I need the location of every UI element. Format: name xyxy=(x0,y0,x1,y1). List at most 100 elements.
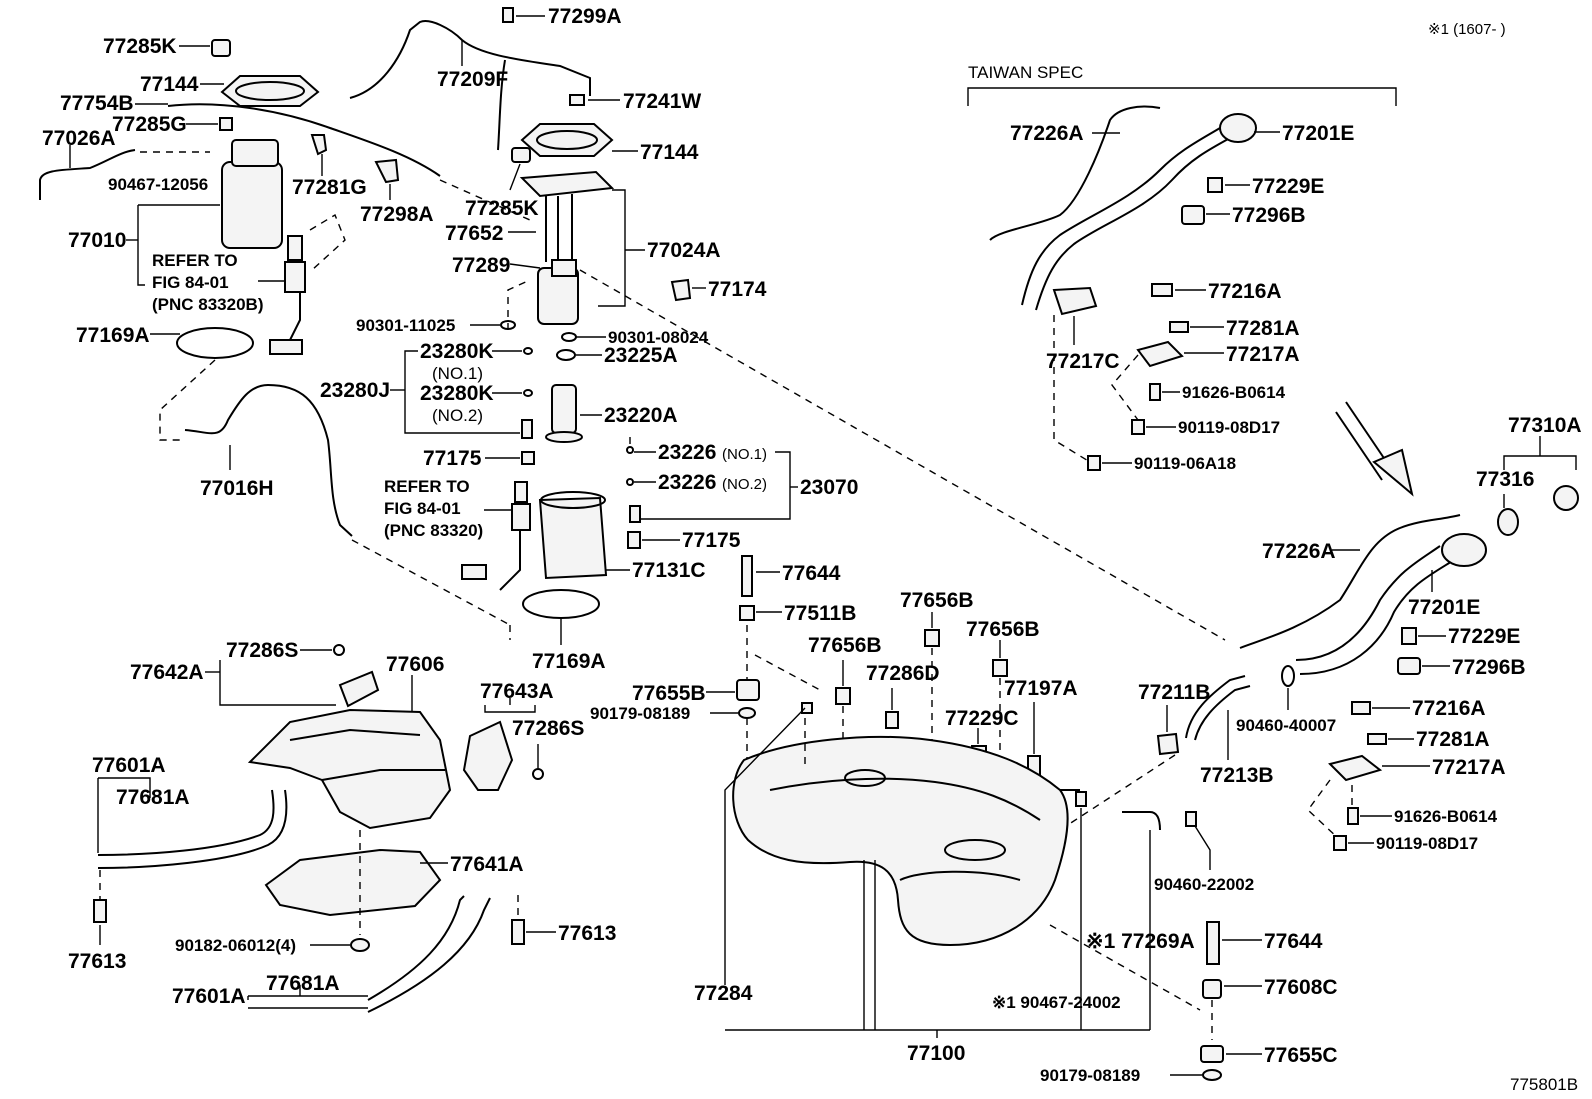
label-77642a: 77642A xyxy=(130,661,204,684)
label-23280k-b: 23280K xyxy=(420,382,494,405)
clip-77286d xyxy=(885,711,899,729)
label-77197a: 77197A xyxy=(1004,677,1078,700)
label-77310a: 77310A xyxy=(1508,414,1582,437)
label-77644-center: 77644 xyxy=(782,562,841,585)
label-90119-08d17-right: 90119-08D17 xyxy=(1376,834,1478,853)
dash-77644 xyxy=(754,654,821,691)
label-91626-b0614-taiwan: 91626-B0614 xyxy=(1182,383,1286,402)
production-note: ※1 (1607- ) xyxy=(1428,21,1506,38)
label-77613-a: 77613 xyxy=(68,950,126,973)
label-90460-40007: 90460-40007 xyxy=(1236,716,1336,735)
bracket-23280j xyxy=(404,350,520,434)
label-77281a-taiwan: 77281A xyxy=(1226,317,1300,340)
label-77296b-right: 77296B xyxy=(1452,656,1526,679)
clamp-77281g xyxy=(310,134,328,156)
label-77601a-b: 77601A xyxy=(172,985,246,1008)
jet-pump-23280k-no1 xyxy=(523,347,533,355)
label-77175-b: 77175 xyxy=(682,529,741,552)
label-77681a-b: 77681A xyxy=(266,972,340,995)
hose-90460-22002 xyxy=(1122,811,1161,831)
dash-sensor-a xyxy=(309,213,346,271)
arrow-to-standard-assembly xyxy=(1335,401,1414,497)
clamp-90460-40007 xyxy=(1281,665,1295,687)
cushion-77284 xyxy=(801,702,813,714)
clamp-90460-22002 xyxy=(1185,811,1197,827)
cushion-77656b-c xyxy=(992,659,1008,677)
label-77010: 77010 xyxy=(68,229,126,252)
label-77286d: 77286D xyxy=(866,662,940,685)
cushion-77296b-taiwan xyxy=(1181,205,1205,225)
grommet-77608c xyxy=(1202,979,1222,999)
cushion-77296b xyxy=(1397,657,1421,675)
label-90460-22002: 90460-22002 xyxy=(1154,875,1254,894)
valve-body-23070 xyxy=(629,505,641,523)
gasket-77169a-center xyxy=(522,589,600,619)
label-77024a: 77024A xyxy=(647,239,721,262)
label-77131c: 77131C xyxy=(632,559,706,582)
label-no2-a: (NO.2) xyxy=(432,406,483,425)
label-77285g: 77285G xyxy=(112,113,187,136)
label-77144-left: 77144 xyxy=(140,73,199,96)
label-23070: 23070 xyxy=(800,476,858,499)
bolt-77613-a xyxy=(93,899,107,923)
label-77299a: 77299A xyxy=(548,5,622,28)
retainer-ring-77144-center xyxy=(520,123,638,157)
label-77209f: 77209F xyxy=(437,68,508,91)
bolt-90119-06a18 xyxy=(1087,455,1101,471)
label-23226-no1: 23226 xyxy=(658,441,716,464)
label-77144-center: 77144 xyxy=(640,141,699,164)
clip-77286s-a xyxy=(333,644,345,656)
hose-77016h xyxy=(184,383,353,537)
clamp-77229e-taiwan xyxy=(1207,177,1223,193)
label-77641a: 77641A xyxy=(450,853,524,876)
label-77226a-right: 77226A xyxy=(1262,540,1336,563)
gasket-77316 xyxy=(1497,508,1519,536)
label-77286s-b: 77286S xyxy=(512,717,584,740)
label-77269a: ※1 77269A xyxy=(1086,930,1195,953)
protector-77641a xyxy=(264,848,442,917)
label-90182-06012: 90182-06012(4) xyxy=(175,936,296,955)
refer-note-b-line3: (PNC 83320) xyxy=(384,521,483,540)
label-90119-08d17-taiwan: 90119-08D17 xyxy=(1178,418,1280,437)
label-77201e-taiwan: 77201E xyxy=(1282,122,1354,145)
leader-77284 xyxy=(724,707,806,985)
bolt-77613-b xyxy=(511,919,525,945)
label-90301-11025: 90301-11025 xyxy=(356,316,455,335)
refer-note-b-line1: REFER TO xyxy=(384,477,470,496)
label-77613-b: 77613 xyxy=(558,922,616,945)
clip-77281a xyxy=(1367,733,1387,745)
label-77216a-taiwan: 77216A xyxy=(1208,280,1282,303)
bolt-90119-08d17 xyxy=(1333,835,1347,851)
label-77016h: 77016H xyxy=(200,477,274,500)
label-77285k-top: 77285K xyxy=(103,35,177,58)
dash-taiwan-bolts xyxy=(1111,354,1139,421)
dash-right-bolts xyxy=(1307,779,1341,841)
bolt-77175-b xyxy=(627,531,641,549)
label-23220a: 23220A xyxy=(604,404,678,427)
breather-tube-77226a xyxy=(1239,514,1461,649)
clip-77216a xyxy=(1351,701,1371,715)
label-77316: 77316 xyxy=(1476,468,1534,491)
label-77656b-a: 77656B xyxy=(900,589,974,612)
label-77174: 77174 xyxy=(708,278,767,301)
clamp-77229e xyxy=(1401,627,1417,645)
fuel-level-sensor-a xyxy=(269,235,306,355)
label-77175-a: 77175 xyxy=(423,447,482,470)
label-77644-lower: 77644 xyxy=(1264,930,1323,953)
bracket-23070 xyxy=(640,451,791,520)
bracket-77024a xyxy=(598,189,626,307)
wire-harness-branch xyxy=(497,59,506,151)
hose-77213b-edge xyxy=(1185,675,1246,739)
label-23280k-a: 23280K xyxy=(420,340,494,363)
cushion-77656b-a xyxy=(924,629,940,647)
label-90467-24002: ※1 90467-24002 xyxy=(992,993,1121,1012)
tank-band-77601a-upper xyxy=(97,789,288,869)
label-77213b: 77213B xyxy=(1200,764,1274,787)
bracket-77601a-b xyxy=(247,995,368,1009)
fuel-sender-cup-77131c xyxy=(538,491,608,580)
filler-pipe-77201e-taiwan xyxy=(1021,113,1257,311)
label-77656b-b: 77656B xyxy=(808,634,882,657)
label-77606: 77606 xyxy=(386,653,444,676)
label-77681a-a: 77681A xyxy=(116,786,190,809)
